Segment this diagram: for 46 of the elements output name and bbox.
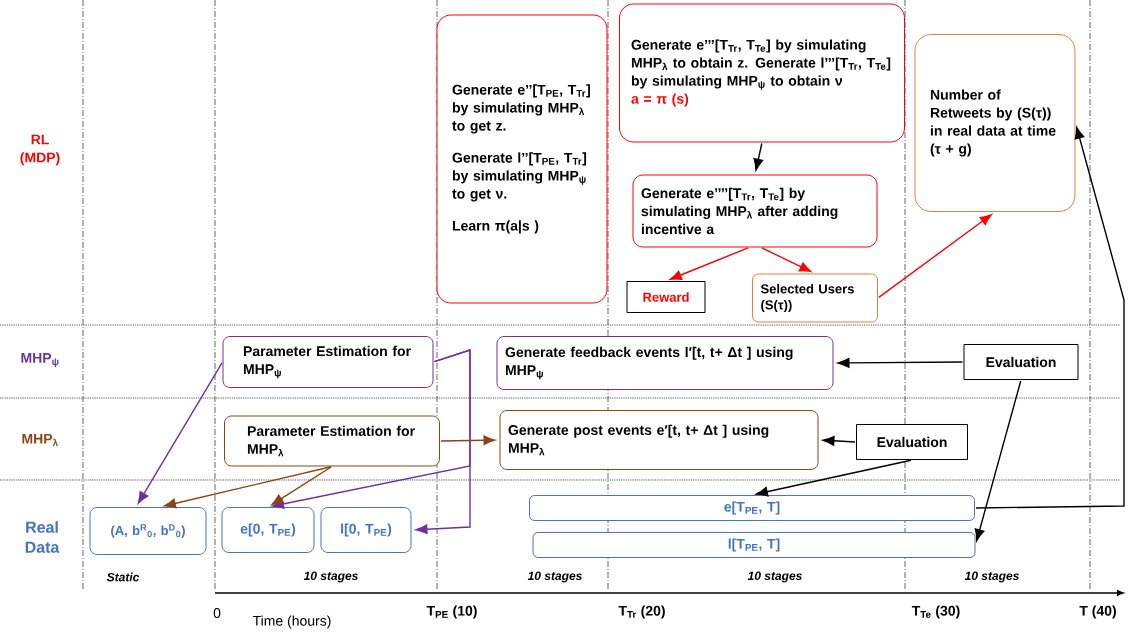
- tick-label: T$_{Tr}$ (20): [618, 605, 665, 619]
- process-box: Parameter Estimation for MHP$_{λ}$: [224, 415, 440, 467]
- row-label: Real Data: [25, 521, 60, 553]
- tick-label: T (40): [1079, 605, 1116, 619]
- axis-title: Time (hours): [252, 615, 331, 629]
- process-box: Generate e’’’’[T$_{Tr}$, T$_{Te}$] by simulating MHP$_{λ}$ after adding incentive a: [632, 174, 878, 248]
- process-box: Generate e’’’[T$_{Tr}$, T$_{Te}$] by simulating MHP$_{λ}$ to obtain z. Generate l’’’[T$_{Tr}$, T$_{Te}$] by simulating MHP$_{ψ}$ to obtain ν a = π (s): [619, 3, 905, 143]
- process-box: Selected Users (S(τ)): [752, 273, 878, 323]
- arrow: [878, 214, 992, 299]
- arrow: [271, 466, 332, 506]
- arrow: [975, 126, 1125, 509]
- row-label: MHP$_{ψ}$: [21, 353, 59, 367]
- process-box: Parameter Estimation for MHP$_{ψ}$: [222, 336, 434, 388]
- stage-label: 10 stages: [527, 571, 582, 583]
- evaluation-box: Evaluation: [856, 424, 968, 460]
- arrow: [440, 435, 496, 446]
- stage-label: Static: [106, 572, 140, 582]
- arrow: [822, 435, 856, 446]
- process-box: Generate post events e′[t, t+ Δt ] using MHP$_{λ}$: [499, 410, 819, 470]
- tick-label: T$_{Te}$ (30): [911, 605, 960, 619]
- data-box: l[0, T$_{PE}$): [320, 507, 412, 553]
- data-box: (A, b$^{R}$$_{0}$, b$^{D}$$_{0}$): [89, 507, 207, 555]
- process-box: Generate e’’[T$_{PE}$, T$_{Tr}$] by simulating MHP$_{λ}$ to get z. Generate l’’[T$_{PE}$, T$_{Tr}$] by simulating MHP$_{ψ}$ to get ν. Learn π(a|s ): [436, 14, 608, 304]
- process-box: Generate feedback events l′[t, t+ Δt ] using MHP$_{ψ}$: [496, 336, 834, 390]
- stage-label: 10 stages: [964, 571, 1019, 583]
- arrow: [669, 247, 749, 280]
- row-label: MHP$_{λ}$: [22, 434, 58, 446]
- arrow: [753, 142, 764, 171]
- arrow: [163, 466, 332, 509]
- tick-label: 0: [213, 608, 221, 618]
- arrow: [761, 247, 812, 273]
- arrow: [837, 357, 964, 368]
- evaluation-box: Evaluation: [963, 344, 1079, 380]
- data-bar: l[T$_{PE}$, T]: [532, 531, 976, 558]
- arrow: [755, 459, 912, 497]
- reward-box: Reward: [626, 281, 706, 313]
- arrow: [974, 380, 1022, 542]
- arrow: [415, 349, 471, 535]
- tick-label: T$_{PE}$ (10): [426, 605, 477, 619]
- row-label: RL (MDP): [20, 134, 60, 166]
- data-bar: e[T$_{PE}$, T]: [529, 494, 975, 521]
- stage-label: 10 stages: [303, 571, 358, 583]
- arrow: [137, 362, 223, 504]
- stage-label: 10 stages: [747, 571, 802, 583]
- process-box: Number of Retweets by (S(τ)) in real data at time (τ + g): [914, 34, 1076, 212]
- data-box: e[0, T$_{PE}$): [221, 507, 315, 553]
